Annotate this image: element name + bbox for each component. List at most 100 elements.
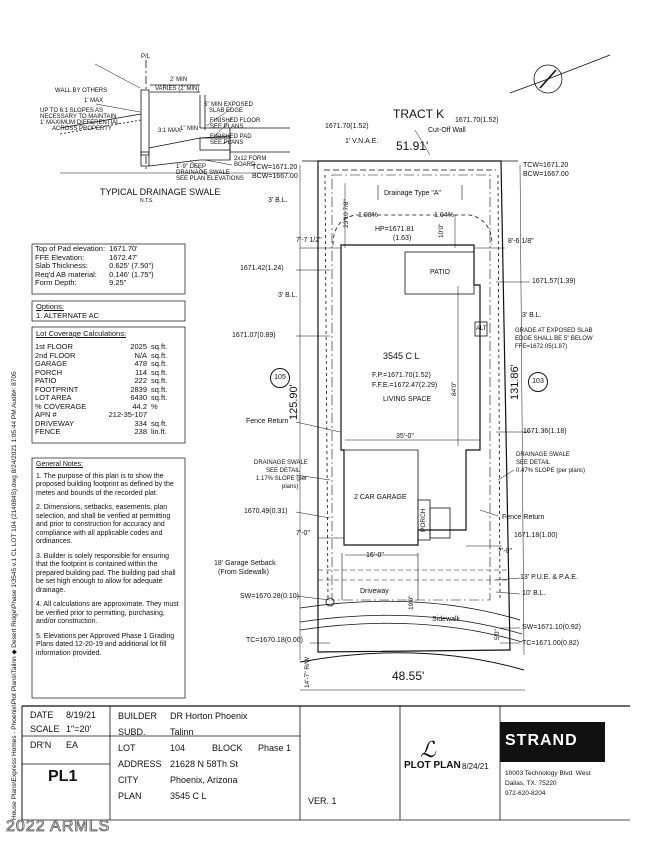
- garage-setback: (From Sidewalk): [218, 569, 269, 576]
- dim-7-7: 7'-7 1/2": [296, 237, 322, 244]
- sw-left: SW=1670.28(0.10): [240, 593, 299, 600]
- drainage-label: SEE PLANS: [210, 140, 244, 146]
- drainage-label: BOARD: [234, 162, 256, 168]
- note-item: 3. Builder is solely responsible for ens…: [36, 552, 176, 594]
- bl-top: 3' B.L.: [268, 197, 288, 204]
- coverage-unit: sq.ft.: [151, 359, 168, 368]
- note-item: 1. The purpose of this plan is to show t…: [36, 472, 174, 497]
- coverage-value: 2025: [130, 342, 147, 351]
- drainage-label: 1" MIN: [180, 126, 199, 132]
- bl-10-label: 10' B.L.: [522, 590, 546, 597]
- date-value: 8/19/21: [66, 710, 97, 720]
- strand-logo: STRAND: [505, 732, 578, 749]
- note-item: 4. All calculations are approximate. The…: [36, 601, 179, 625]
- tl-corner-elev: 1671.70(1.52): [325, 123, 369, 130]
- bl-right: 3' B.L.: [522, 312, 542, 319]
- pue-label: 13' P.U.E. & P.A.E.: [520, 574, 578, 581]
- lot-105-marker: 105: [270, 368, 290, 388]
- top-dimension: 51.91': [396, 139, 429, 153]
- garage-label: 2 CAR GARAGE: [354, 494, 407, 501]
- date-label: DATE: [30, 710, 54, 720]
- city-label: CITY: [118, 775, 139, 785]
- coverage-unit: sq.ft.: [151, 367, 168, 377]
- drainage-label: SEE PLANS: [210, 124, 244, 130]
- block-label: BLOCK: [212, 743, 243, 753]
- tc-left: TC=1670.18(0.00): [246, 637, 304, 644]
- dim-7-right: 7'-0": [498, 548, 512, 555]
- subd-value: Talinn: [170, 727, 194, 737]
- coverage-label: DRIVEWAY: [35, 418, 75, 428]
- block-value: Phase 1: [258, 743, 292, 753]
- grade-note: FFE=1672.05(1.87): [515, 344, 568, 350]
- coverage-label: FENCE: [35, 427, 61, 436]
- bcw-left: BCW=1667.00: [252, 173, 298, 180]
- ffe-elev: F.F.E.=1672.47(2.29): [372, 382, 438, 389]
- fence-return-left: Fence Return: [246, 418, 289, 425]
- coverage-unit: sq.ft.: [151, 393, 168, 402]
- patio-label: PATIO: [430, 269, 450, 276]
- elev-right-3: 1671.18(1.00): [514, 532, 558, 539]
- lot-value: 104: [170, 743, 186, 753]
- plot-plan-stamp: PLOT PLAN: [404, 760, 461, 771]
- elev-left-1: 1671.42(1.24): [240, 265, 284, 272]
- company-address: 10003 Technology Blvd. West: [505, 770, 591, 777]
- swale-right-note: 0.47% SLOPE (per plans): [516, 468, 586, 474]
- lot-label: LOT: [118, 743, 136, 753]
- high-point-delta: (1.63): [393, 235, 412, 242]
- coverage-value: 2839: [130, 384, 147, 394]
- drainage-pl-label: P/L: [141, 54, 151, 60]
- dim-23: 23'10 7/8": [343, 199, 350, 228]
- swale-left-note: DRAINAGE SWALE: [254, 460, 308, 466]
- dim-35: 35'-0": [396, 433, 414, 440]
- drainage-label: SEE PLAN ELEVATIONS: [176, 176, 244, 182]
- drainage-label: UP TO 6:1 SLOPES AS: [40, 108, 104, 114]
- coverage-label: 1st FLOOR: [35, 342, 73, 351]
- pad-value: 9.25": [109, 278, 127, 287]
- drainage-label: 1'-9" DEEP: [176, 164, 206, 170]
- coverage-unit: lin.ft.: [151, 427, 167, 436]
- coverage-unit: sq.ft.: [151, 418, 168, 428]
- coverage-label: APN #: [35, 410, 57, 419]
- pad-value: 0.625' (7.50"): [109, 261, 154, 270]
- right-dimension: 131.86': [509, 364, 521, 400]
- house-plan-label: 3545 C L: [383, 351, 420, 361]
- garage-setback: 18' Garage Setback: [214, 560, 276, 567]
- signature-date: 8/24/21: [462, 762, 489, 771]
- plan-label: PLAN: [118, 791, 142, 801]
- address-value: 21628 N 58Th St: [170, 759, 239, 769]
- options-item: 1. ALTERNATE AC: [36, 311, 100, 320]
- tcw-right: TCW=1671.20: [523, 162, 569, 169]
- general-notes: General Notes: 1. The purpose of this pl…: [36, 461, 182, 664]
- porch-label: PORCH: [420, 508, 427, 532]
- swale-right-note: DRAINAGE SWALE: [516, 452, 570, 458]
- pad-value: 1672.47': [109, 252, 138, 262]
- file-path-text: House Plans\Express Homes - Phoenix\Plot…: [11, 371, 18, 820]
- elev-left-3: 1670.49(0.31): [244, 508, 288, 515]
- drainage-label: 3:1 MAX: [158, 128, 182, 134]
- coverage-value: 222: [134, 376, 147, 385]
- left-dimension: 125.90': [288, 384, 300, 420]
- dim-84: 84'0": [451, 381, 458, 396]
- drainage-label: VARIES (2' MIN): [155, 86, 200, 92]
- drainage-title: TYPICAL DRAINAGE SWALE: [100, 187, 221, 197]
- pad-label: Form Depth:: [35, 278, 77, 287]
- dim-16: 16'-0": [366, 552, 384, 559]
- drainage-label: WALL BY OTHERS: [55, 88, 108, 94]
- swale-left-note: SEE DETAIL: [266, 468, 301, 474]
- drainage-label: ACROSS PROPERTY: [52, 126, 112, 132]
- cutoff-wall-label: Cut-Off Wall: [428, 127, 466, 134]
- pad-value: 0.146' (1.75"): [109, 269, 154, 279]
- drainage-label: FINISHED FLOOR: [210, 118, 261, 124]
- plan-value: 3545 C L: [170, 791, 207, 801]
- slope-right: 1.04%: [434, 212, 454, 219]
- vnae-label: 1' V.N.A.E.: [345, 138, 379, 145]
- coverage-value: 238: [134, 427, 147, 436]
- coverage-label: % COVERAGE: [35, 401, 87, 411]
- coverage-title: Lot Coverage Calculations:: [36, 329, 127, 338]
- living-space-label: LIVING SPACE: [383, 396, 432, 403]
- bottom-dimension: 48.55': [392, 669, 425, 683]
- pad-info-table: Top of Pad elevation:1671.70' FFE Elevat…: [33, 244, 156, 288]
- high-point: HP=1671.81: [375, 226, 415, 233]
